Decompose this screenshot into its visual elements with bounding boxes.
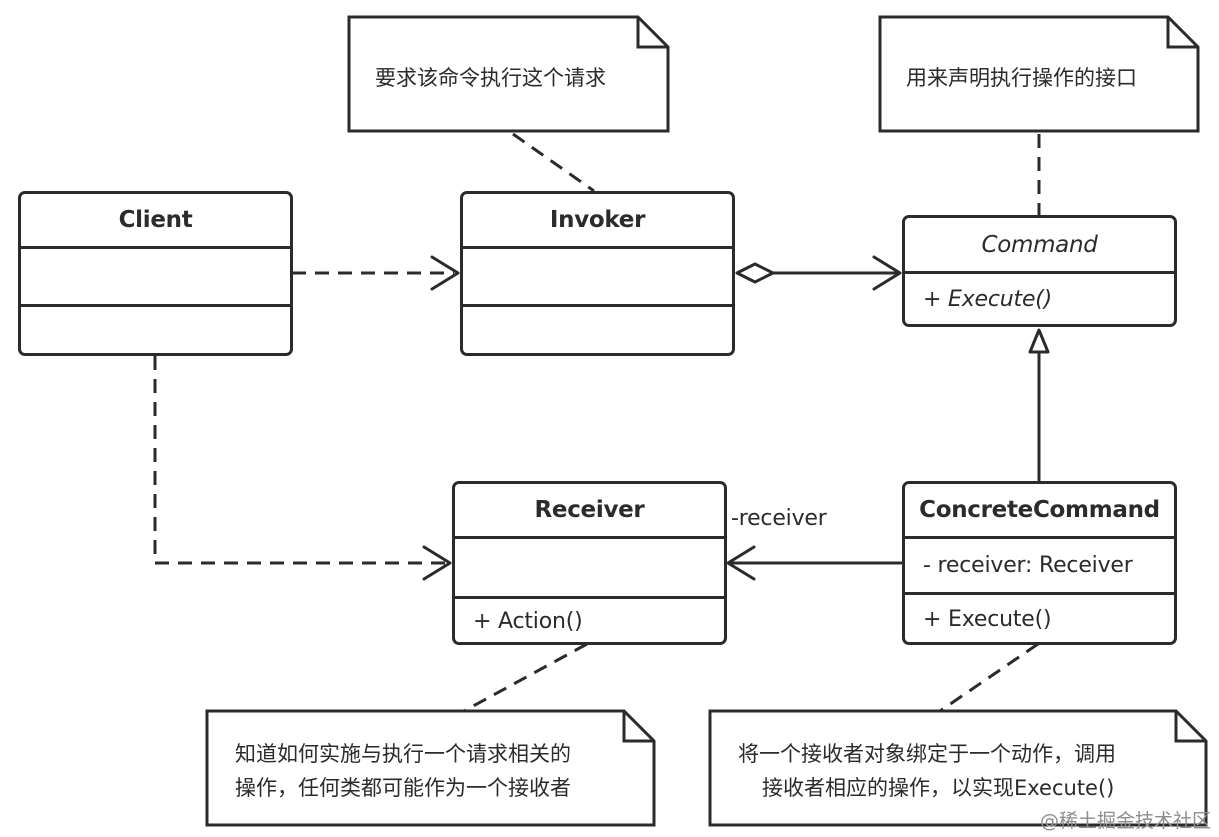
invoker-note-shape <box>347 15 670 133</box>
client-attributes <box>21 249 290 307</box>
receiver-role-label: -receiver <box>731 506 827 531</box>
client-receiver-dependency <box>153 356 446 565</box>
receiver-attributes <box>455 539 724 599</box>
invoker-note: 要求该命令执行这个请求 <box>349 17 668 134</box>
concrete-note-fold <box>1174 711 1206 743</box>
aggregation-diamond <box>735 262 775 284</box>
command-method: + Execute() <box>923 286 1053 312</box>
invoker-note-anchor <box>512 132 595 193</box>
receiver-note-shape <box>205 709 656 827</box>
concrete-note-shape <box>708 709 1208 827</box>
command-class: Command + Execute() <box>902 215 1177 327</box>
receiver-note-anchor <box>463 642 588 713</box>
command-note-shape <box>878 15 1200 133</box>
concrete-command-class-name: ConcreteCommand <box>905 484 1174 539</box>
client-invoker-arrowhead <box>430 255 460 291</box>
receiver-note: 知道如何实施与执行一个请求相关的 操作，任何类都可能作为一个接收者 <box>207 711 654 825</box>
client-class-name: Client <box>21 194 290 249</box>
receiver-note-fold <box>622 711 654 743</box>
receiver-method: + Action() <box>473 608 583 634</box>
receiver-association-arrowhead <box>726 545 756 581</box>
invoker-note-text: 要求该命令执行这个请求 <box>375 66 606 90</box>
invoker-attributes <box>463 249 732 307</box>
receiver-class-name: Receiver <box>455 484 724 539</box>
watermark: @稀土掘金技术社区 <box>1039 810 1211 832</box>
client-methods <box>21 307 290 353</box>
concrete-command-class: ConcreteCommand - receiver: Receiver + E… <box>902 481 1177 645</box>
concrete-command-attribute: - receiver: Receiver <box>905 539 1174 595</box>
receiver-class: Receiver + Action() <box>452 481 727 645</box>
generalization-triangle <box>1028 328 1050 354</box>
receiver-note-line-1: 知道如何实施与执行一个请求相关的 <box>235 742 571 766</box>
invoker-class-name: Invoker <box>463 194 732 249</box>
command-note-text: 用来声明执行操作的接口 <box>906 66 1137 90</box>
invoker-command-arrowhead <box>872 255 902 291</box>
concrete-note-line-2: 接收者相应的操作，以实现Execute() <box>762 776 1115 800</box>
client-class: Client <box>18 191 293 356</box>
concrete-note: 将一个接收者对象绑定于一个动作，调用 接收者相应的操作，以实现Execute() <box>710 711 1206 825</box>
invoker-methods <box>463 307 732 353</box>
concrete-note-line-1: 将一个接收者对象绑定于一个动作，调用 <box>738 742 1116 766</box>
receiver-note-line-2: 操作，任何类都可能作为一个接收者 <box>235 776 571 800</box>
concrete-command-method: + Execute() <box>923 606 1052 632</box>
client-receiver-arrowhead <box>422 545 452 581</box>
concrete-note-anchor <box>939 642 1039 713</box>
invoker-note-fold <box>636 17 668 49</box>
command-note-fold <box>1166 17 1198 49</box>
command-class-name: Command <box>905 218 1174 274</box>
invoker-class: Invoker <box>460 191 735 356</box>
command-note: 用来声明执行操作的接口 <box>880 17 1198 134</box>
